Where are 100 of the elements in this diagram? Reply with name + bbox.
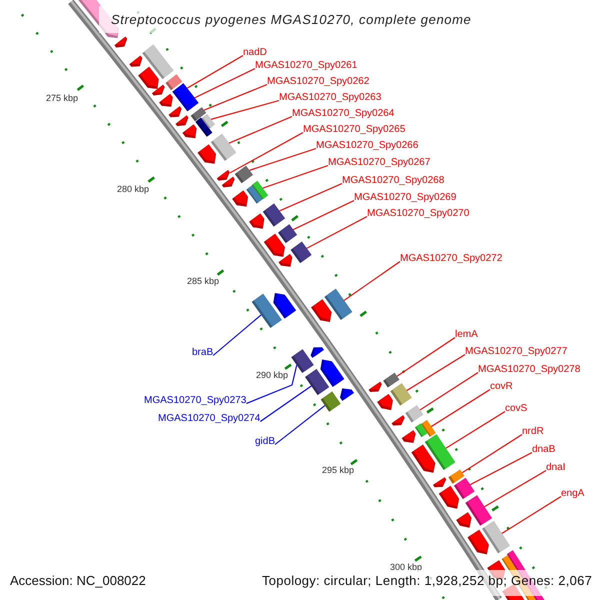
- gene-label: MGAS10270_Spy0269: [354, 190, 456, 204]
- leader-line: [396, 337, 456, 377]
- gene-label: MGAS10270_Spy0266: [316, 138, 418, 152]
- leader-line: [306, 216, 368, 249]
- gene-label: MGAS10270_Spy0274: [158, 412, 260, 424]
- leader-line: [484, 470, 546, 508]
- tick-label: 295 kbp: [322, 464, 354, 476]
- leader-line: [431, 389, 490, 427]
- feature-block: [142, 44, 174, 80]
- leader-line: [228, 116, 292, 144]
- leader-line: [470, 452, 532, 486]
- feature-block: [482, 521, 510, 554]
- gene-label: engA: [561, 486, 584, 500]
- gene-feature: [249, 214, 264, 229]
- feature-block: [320, 392, 341, 412]
- leader-line: [292, 200, 354, 230]
- gene-feature: [138, 66, 159, 89]
- leader-line: [249, 148, 316, 171]
- leader-line: [279, 183, 342, 212]
- gene-feature: [368, 382, 382, 392]
- feature-block: [324, 288, 352, 320]
- leader-line: [260, 386, 312, 422]
- feature-block: [210, 134, 236, 161]
- gene-feature: [198, 144, 216, 164]
- gene-label: MGAS10270_Spy0263: [279, 90, 382, 104]
- tick-label: 280 kbp: [117, 182, 150, 196]
- leader-line: [194, 68, 256, 98]
- leader-line: [212, 314, 262, 356]
- leader-line: [406, 354, 466, 391]
- gene-label: MGAS10270_Spy0262: [267, 74, 370, 88]
- feature-block: [262, 204, 285, 227]
- feature-block: [454, 478, 474, 500]
- feature-block: [252, 294, 282, 328]
- feature-block: [180, 92, 198, 112]
- feature-block: [278, 224, 297, 244]
- gene-label: MGAS10270_Spy0273: [144, 394, 246, 406]
- gene-label: dnaB: [532, 442, 556, 456]
- accession-text: Accession: NC_008022: [10, 574, 146, 586]
- leader-line: [446, 411, 506, 449]
- feature-block: [234, 166, 253, 184]
- gene-label: MGAS10270_Spy0267: [328, 156, 430, 168]
- gene-label: MGAS10270_Spy0268: [342, 174, 444, 186]
- tick-label: 275 kbp: [46, 92, 78, 104]
- gene-label: MGAS10270_Spy0264: [292, 106, 394, 120]
- leader-line: [462, 434, 522, 474]
- gene-label: MGAS10270_Spy0265: [303, 122, 406, 136]
- feature-block: [202, 114, 215, 129]
- gene-feature: [402, 430, 416, 443]
- feature-block: [414, 424, 428, 438]
- tick-label: 285 kbp: [187, 274, 220, 288]
- feature-block: [405, 405, 424, 422]
- gene-feature: [278, 254, 292, 267]
- gene-label: nadD: [243, 46, 267, 58]
- leader-line: [186, 55, 244, 89]
- gene-feature: [114, 36, 128, 48]
- gene-feature: [264, 234, 285, 257]
- gene-label: lemA: [455, 328, 478, 340]
- gene-label: dnaI: [546, 460, 566, 474]
- feature-block: [465, 495, 492, 526]
- leader-line: [246, 364, 298, 404]
- leader-line: [274, 405, 326, 445]
- leader-line: [230, 132, 304, 174]
- leader-line: [344, 261, 400, 301]
- gene-feature: [168, 106, 182, 118]
- gene-feature: [310, 347, 324, 358]
- gene-feature: [340, 388, 354, 401]
- gene-label: MGAS10270_Spy0277: [465, 344, 568, 358]
- gene-feature: [176, 115, 188, 126]
- gene-feature: [152, 84, 165, 96]
- leader-line: [204, 84, 268, 111]
- gene-label: nrdR: [522, 424, 544, 438]
- gene-feature: [392, 415, 405, 426]
- feature-block: [291, 349, 314, 373]
- feature-block: [252, 180, 268, 200]
- gene-label: braB: [192, 346, 214, 358]
- gene-feature: [468, 530, 489, 554]
- gene-feature: [311, 299, 332, 322]
- gene-feature: [438, 486, 460, 509]
- gene-feature: [222, 176, 235, 188]
- feature-block: [390, 383, 412, 406]
- gene-label: covS: [505, 402, 528, 414]
- feature-block: [305, 369, 330, 396]
- feature-block: [290, 242, 312, 264]
- gene-feature: [129, 56, 142, 67]
- gene-feature: [159, 94, 173, 107]
- leader-line: [262, 164, 328, 189]
- leader-line: [210, 100, 280, 120]
- gene-label: MGAS10270_Spy0278: [478, 362, 580, 376]
- leader-line: [420, 372, 478, 410]
- feature-block: [383, 372, 400, 388]
- gene-label: covR: [490, 380, 513, 392]
- leader-line: [502, 496, 562, 534]
- gene-label: MGAS10270_Spy0272: [400, 252, 502, 264]
- gene-label: gidB: [255, 434, 276, 448]
- tick-label: 290 kbp: [256, 368, 288, 382]
- feature-block: [424, 434, 456, 470]
- gene-label: MGAS10270_Spy0270: [367, 206, 470, 220]
- gene-feature: [216, 170, 230, 181]
- gene-feature: [232, 190, 248, 207]
- gene-feature: [182, 124, 197, 138]
